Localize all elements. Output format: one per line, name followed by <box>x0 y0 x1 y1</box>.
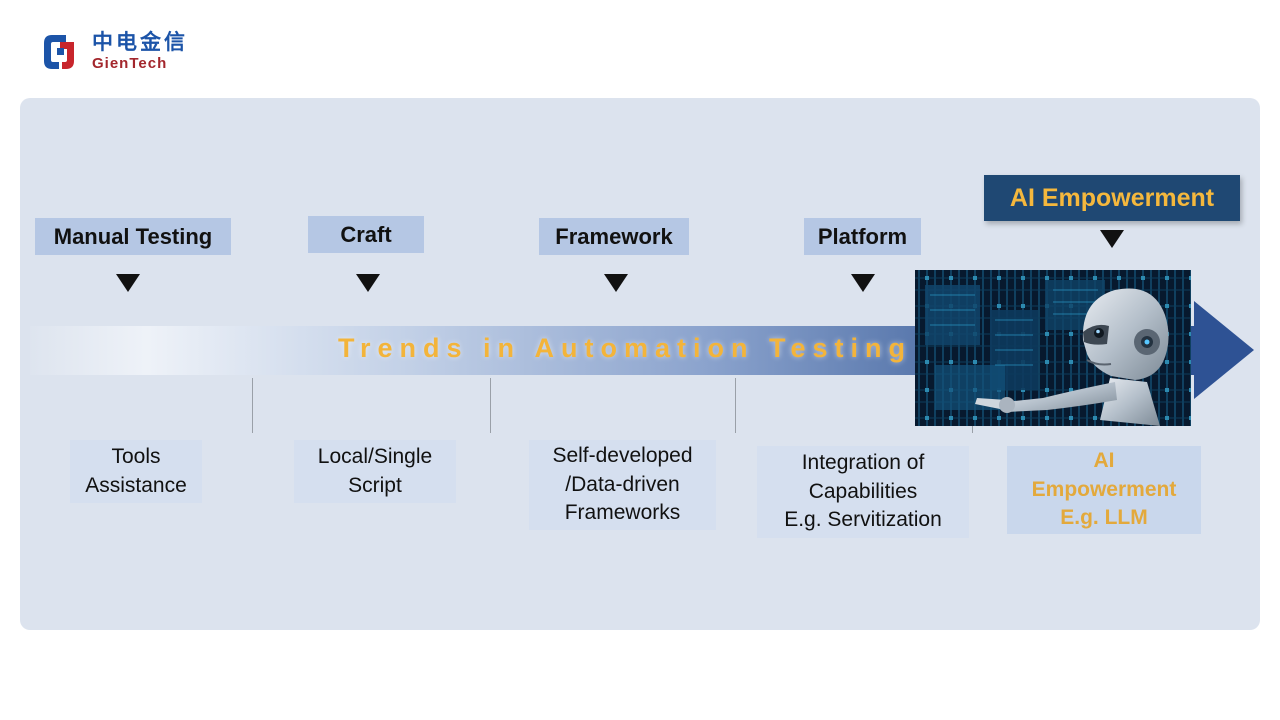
gientech-logo-icon <box>44 35 74 69</box>
stage-label-manual-testing: Manual Testing <box>35 218 231 255</box>
down-triangle-icon <box>116 274 140 292</box>
stage-desc-local-single-script: Local/Single Script <box>294 440 456 503</box>
brand-name-cn: 中电金信 <box>92 31 188 55</box>
down-triangle-icon <box>356 274 380 292</box>
stage-label-framework: Framework <box>539 218 689 255</box>
down-triangle-icon <box>851 274 875 292</box>
ai-robot-image <box>915 270 1191 426</box>
stage-desc-tools-assistance: Tools Assistance <box>70 440 202 503</box>
arrow-right-head-icon <box>1194 301 1254 399</box>
timeline-title: Trends in Automation Testing <box>338 333 912 363</box>
stage-label-craft: Craft <box>308 216 424 253</box>
down-triangle-icon <box>604 274 628 292</box>
stage-desc-ai-empowerment-llm: AI Empowerment E.g. LLM <box>1007 446 1201 534</box>
divider <box>490 378 491 433</box>
down-triangle-icon <box>1100 230 1124 248</box>
stage-desc-self-developed-frameworks: Self-developed /Data-driven Frameworks <box>529 440 716 530</box>
divider <box>735 378 736 433</box>
stage-label-ai-empowerment: AI Empowerment <box>984 175 1240 221</box>
brand-name-en: GienTech <box>92 55 168 73</box>
divider <box>252 378 253 433</box>
stage-label-platform: Platform <box>804 218 921 255</box>
company-logo: 中电金信 GienTech <box>36 22 256 82</box>
stage-desc-integration-of-capabilities: Integration of Capabilities E.g. Serviti… <box>757 446 969 538</box>
